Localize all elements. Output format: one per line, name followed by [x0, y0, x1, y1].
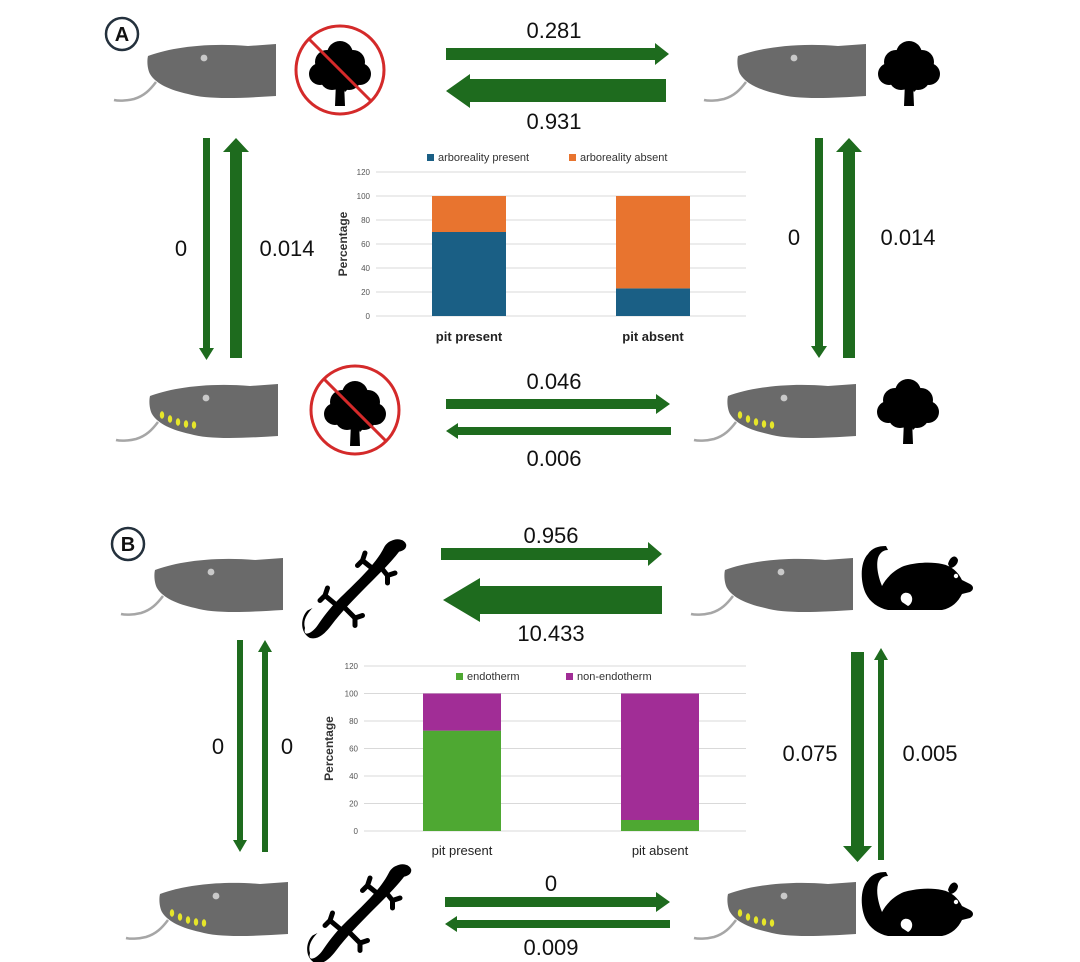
stacked-bar-chart: 0 20 40 60 80 100 120 pit present pit absent Perc…: [322, 662, 746, 858]
rate-label: 0: [212, 734, 224, 759]
rate-label: 0: [281, 734, 293, 759]
bar-segment: [621, 693, 699, 820]
y-tick-label: 60: [349, 745, 358, 754]
y-tick-label: 20: [361, 288, 370, 297]
arrow-left: [446, 423, 671, 439]
arrow-right: [445, 892, 670, 912]
arrow-down: [233, 640, 247, 852]
bar-segment: [423, 730, 501, 831]
snake-head-icon: [124, 880, 290, 940]
legend-swatch: [569, 154, 576, 161]
rate-label: 0.075: [782, 741, 837, 766]
y-tick-label: 80: [361, 216, 370, 225]
y-axis-label: Percentage: [322, 716, 336, 781]
bar-segment: [432, 232, 506, 316]
panel-b: B 0.956 10.433 0 0.009 0 0 0.075 0.005: [110, 523, 973, 962]
rate-label: 0.956: [523, 523, 578, 548]
snake-head-icon: [112, 42, 278, 102]
x-category-label: pit present: [432, 843, 493, 858]
rodent-icon: [861, 546, 973, 610]
legend-swatch: [566, 673, 573, 680]
y-axis-label: Percentage: [336, 211, 350, 276]
no-tree-icon: [294, 24, 386, 116]
arrow-up: [223, 138, 249, 358]
arrow-right: [441, 542, 662, 566]
y-tick-label: 100: [357, 192, 371, 201]
y-tick-label: 120: [357, 168, 371, 177]
arrow-down: [811, 138, 827, 358]
panel-letter: B: [121, 534, 135, 556]
legend-swatch: [427, 154, 434, 161]
stacked-bar-chart: 0 20 40 60 80 100 120 pit present pit absent Perc…: [336, 152, 746, 344]
arrow-down: [843, 652, 872, 862]
rate-label: 0.014: [259, 236, 314, 261]
bar-segment: [621, 820, 699, 831]
tree-icon: [878, 41, 940, 106]
bar-segment: [432, 196, 506, 232]
rate-label: 10.433: [517, 621, 584, 646]
arrow-left: [443, 578, 662, 622]
rate-label: 0.281: [526, 18, 581, 43]
arrow-right: [446, 43, 669, 65]
x-category-label: pit absent: [632, 843, 689, 858]
rate-label: 0.006: [526, 446, 581, 471]
y-tick-label: 40: [349, 772, 358, 781]
y-tick-label: 100: [345, 690, 359, 699]
bar-segment: [616, 288, 690, 316]
x-category-label: pit present: [436, 329, 503, 344]
panel-a-letter-badge: A: [104, 16, 140, 52]
panel-a: A 0.281 0.931 0.046 0.006 0 0.014: [104, 16, 940, 471]
arrow-down: [199, 138, 214, 360]
legend-label: arboreality absent: [580, 152, 667, 164]
arrow-left: [445, 916, 670, 932]
rate-label: 0.014: [880, 225, 935, 250]
y-tick-label: 40: [361, 264, 370, 273]
x-category-label: pit absent: [622, 329, 684, 344]
rate-label: 0.005: [902, 741, 957, 766]
legend-label: non-endotherm: [577, 671, 652, 683]
arrow-up: [258, 640, 272, 852]
rodent-icon: [861, 872, 973, 936]
y-tick-label: 60: [361, 240, 370, 249]
arrow-up: [874, 648, 888, 860]
arrow-right: [446, 394, 670, 414]
rate-label: 0: [175, 236, 187, 261]
lizard-icon: [302, 539, 406, 638]
lizard-icon: [307, 864, 411, 962]
rate-label: 0: [788, 225, 800, 250]
arrow-left: [446, 74, 666, 108]
panel-letter: A: [115, 24, 129, 46]
no-tree-icon: [309, 364, 401, 456]
arrow-up: [836, 138, 862, 358]
y-tick-label: 0: [366, 312, 371, 321]
legend-label: endotherm: [467, 671, 520, 683]
snake-head-icon: [692, 880, 858, 940]
y-tick-label: 20: [349, 800, 358, 809]
tree-icon: [877, 379, 939, 444]
rate-label: 0.009: [523, 935, 578, 960]
snake-head-icon: [702, 42, 868, 102]
snake-head-icon: [689, 556, 855, 616]
panel-b-letter-badge: B: [110, 526, 146, 562]
legend-swatch: [456, 673, 463, 680]
snake-head-icon: [692, 382, 858, 442]
y-tick-label: 0: [354, 827, 359, 836]
legend-label: arboreality present: [438, 152, 529, 164]
y-tick-label: 120: [345, 662, 359, 671]
rate-label: 0.931: [526, 109, 581, 134]
y-tick-label: 80: [349, 717, 358, 726]
bar-segment: [423, 693, 501, 731]
rate-label: 0.046: [526, 369, 581, 394]
snake-head-icon: [114, 382, 280, 442]
snake-head-icon: [119, 556, 285, 616]
rate-label: 0: [545, 871, 557, 896]
bar-segment: [616, 196, 690, 289]
